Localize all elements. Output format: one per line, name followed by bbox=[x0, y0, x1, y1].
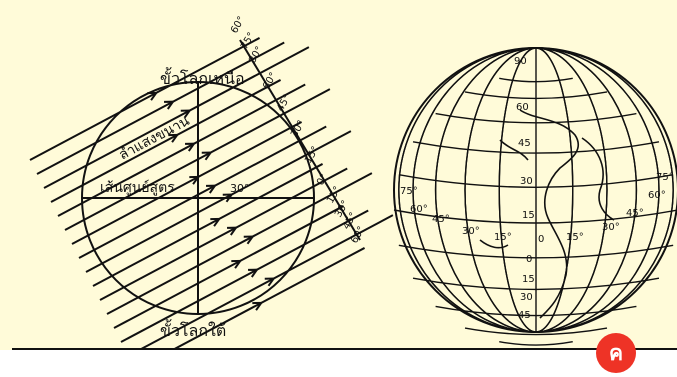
tilt-tick-label: 60° bbox=[229, 15, 247, 36]
globe-latitude-labels: 90 60 45 30 15 0 15 30 45 bbox=[514, 56, 535, 321]
latitude-label: 60 bbox=[516, 102, 529, 113]
sun-ray bbox=[121, 211, 368, 342]
latitude-label: 15 bbox=[522, 274, 535, 285]
longitude-label: 75° bbox=[656, 172, 674, 183]
longitude-label: 60° bbox=[648, 190, 666, 201]
angle-label: 30° bbox=[230, 182, 250, 195]
parallel bbox=[499, 342, 573, 345]
globe bbox=[394, 48, 677, 345]
longitude-label: 75° bbox=[400, 186, 418, 197]
south-pole-label: ขั้วโลกใต้ bbox=[160, 319, 226, 340]
answer-choice-badge[interactable]: ค bbox=[596, 333, 636, 373]
latitude-label: 30 bbox=[520, 292, 533, 303]
north-pole-label: ขั้วโลกเหนือ bbox=[160, 67, 245, 88]
longitude-label: 60° bbox=[410, 204, 428, 215]
latitude-label: 45 bbox=[518, 310, 531, 321]
latitude-label: 15 bbox=[522, 210, 535, 221]
latitude-label: 45 bbox=[518, 138, 531, 149]
longitude-label: 15° bbox=[494, 232, 512, 243]
frame-bottom-line bbox=[12, 348, 677, 350]
sunlight-label: ลำแสงขนาน bbox=[116, 113, 192, 164]
tilt-tick-label: 30° bbox=[289, 119, 307, 140]
longitude-label: 30° bbox=[602, 222, 620, 233]
longitude-label: 45° bbox=[626, 208, 644, 219]
latitude-label: 0 bbox=[526, 254, 532, 265]
longitude-label: 45° bbox=[432, 214, 450, 225]
longitude-label: 0 bbox=[538, 234, 544, 245]
answer-choice-label: ค bbox=[609, 337, 623, 370]
graticule bbox=[394, 48, 677, 345]
latitude-label: 90 bbox=[514, 56, 527, 67]
equator-label: เส้นศูนย์สูตร bbox=[100, 179, 175, 196]
longitude-label: 30° bbox=[462, 226, 480, 237]
latitude-label: 30 bbox=[520, 176, 533, 187]
sun-ray bbox=[37, 43, 284, 174]
sun-ray bbox=[58, 85, 305, 216]
longitude-label: 15° bbox=[566, 232, 584, 243]
bottom-band bbox=[0, 350, 677, 377]
